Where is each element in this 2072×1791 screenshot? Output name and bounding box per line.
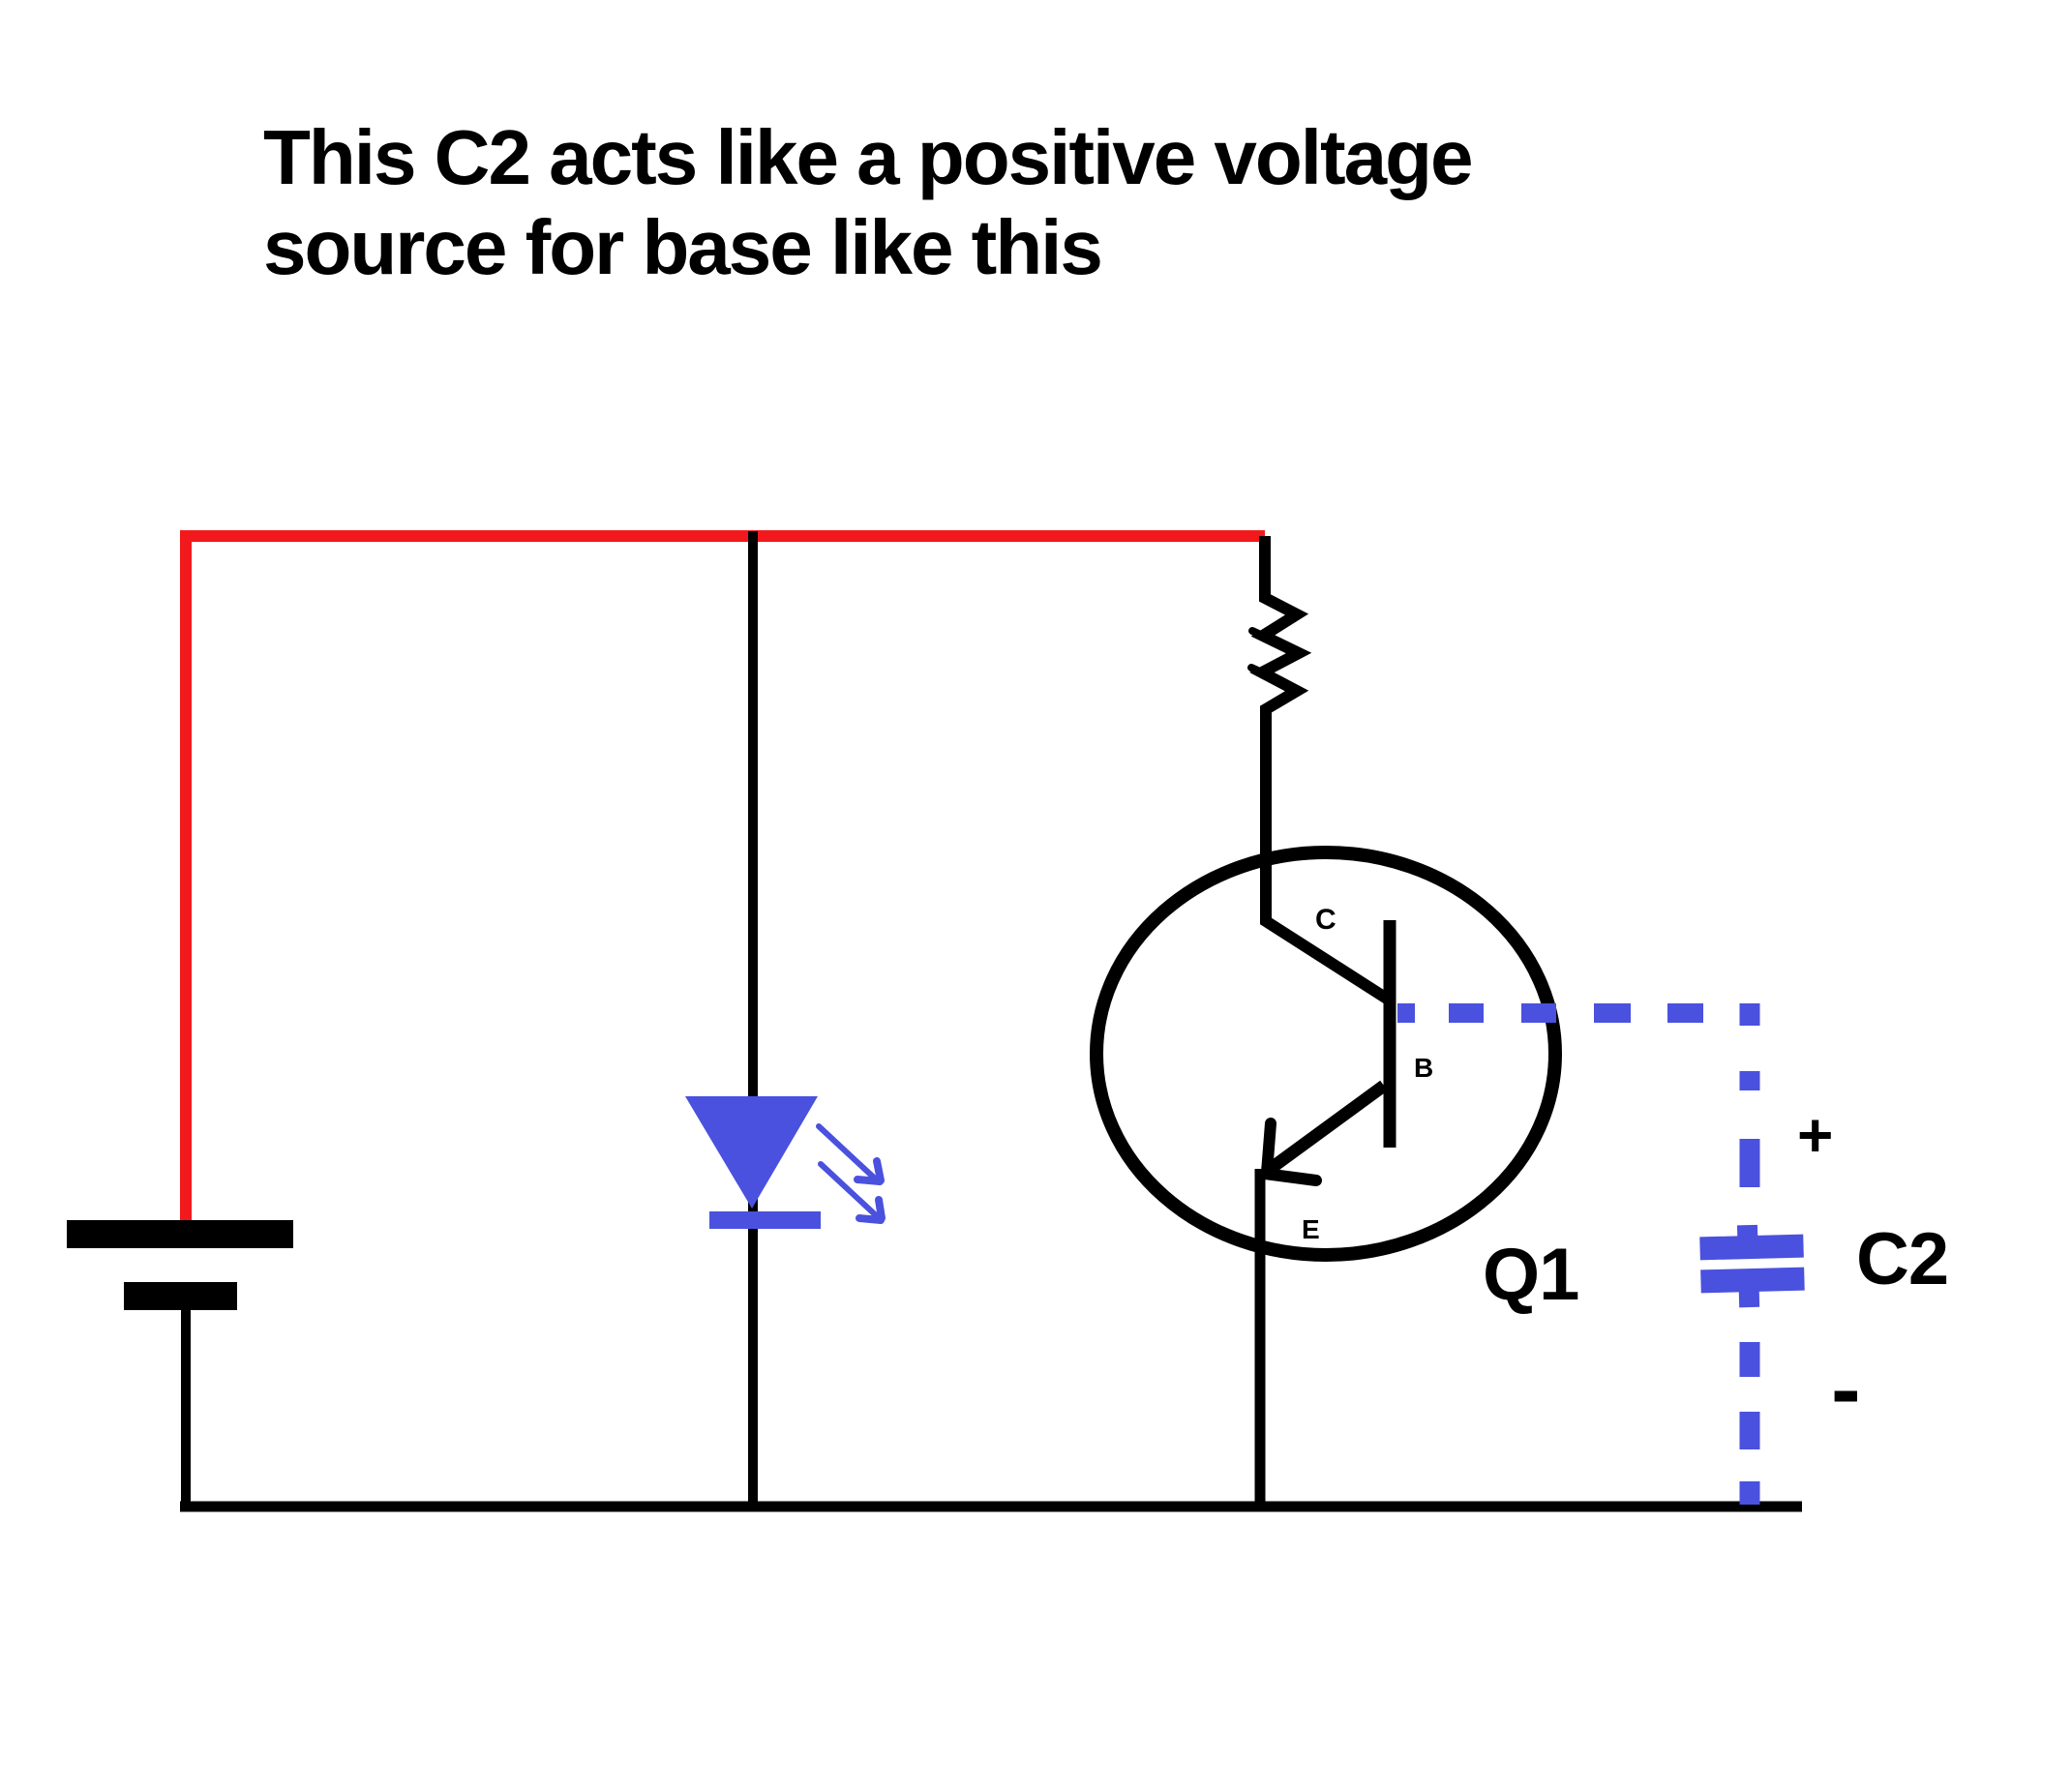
collector-pin-label: C <box>1315 904 1336 936</box>
battery-icon <box>67 1220 293 1507</box>
transistor-body-circle <box>1090 846 1562 1262</box>
base-pin-label: B <box>1414 1053 1434 1083</box>
capacitor-bottom-stub <box>1738 1290 1760 1308</box>
capacitor-minus-label: - <box>1831 1340 1861 1439</box>
transistor-emitter-arrowhead <box>1259 1118 1322 1186</box>
capacitor-icon <box>1699 1224 1805 1308</box>
transistor-emitter-lead <box>1261 1080 1388 1179</box>
battery-negative-plate <box>124 1282 237 1310</box>
capacitor-top-stub <box>1736 1224 1758 1239</box>
capacitor-top-plate <box>1699 1234 1804 1261</box>
led-anode-triangle <box>685 1096 818 1209</box>
battery-positive-plate <box>67 1220 293 1248</box>
emitter-pin-label: E <box>1302 1214 1320 1244</box>
page-title: This C2 acts like a positive voltage sou… <box>263 114 1474 290</box>
resistor-sketch-ticks <box>1247 627 1267 676</box>
light-emission-arrows-icon <box>816 1123 886 1224</box>
resistor-icon <box>1249 536 1394 1006</box>
led-icon <box>685 1096 821 1229</box>
transistor-icon <box>1090 846 1562 1507</box>
capacitor-bottom-plate <box>1700 1267 1805 1294</box>
led-cathode-bar <box>709 1211 821 1229</box>
capacitor-designator: C2 <box>1856 1218 1949 1300</box>
capacitor-plus-label: + <box>1797 1100 1834 1170</box>
led-branch <box>685 531 886 1507</box>
base-dashed-wire <box>1397 1003 1760 1505</box>
resistor-branch <box>1247 536 1394 1006</box>
positive-rail-wire <box>180 530 1265 1220</box>
transistor-designator: Q1 <box>1483 1234 1579 1316</box>
